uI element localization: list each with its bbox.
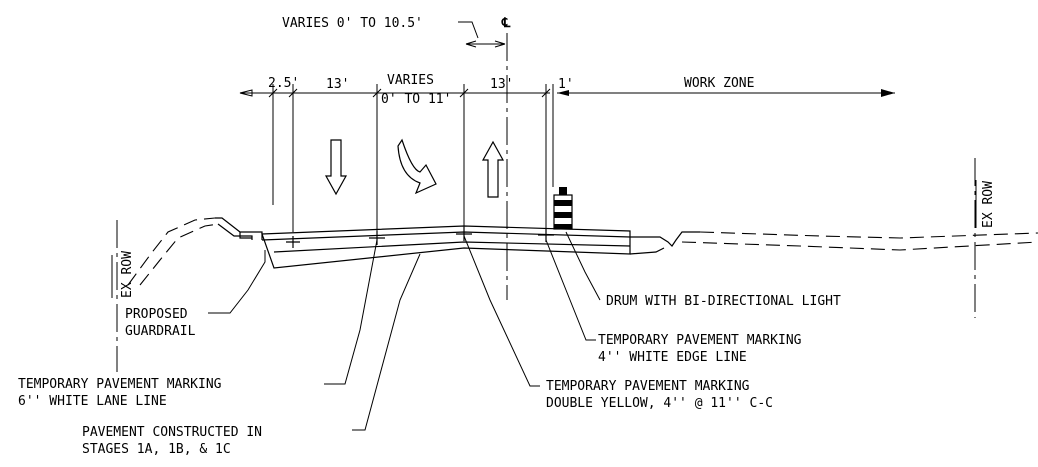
double-yellow-leader (463, 235, 540, 387)
marking-double-yellow (456, 227, 472, 241)
guardrail-label-2: GUARDRAIL (125, 324, 196, 339)
varies-top-leader (458, 21, 479, 39)
dim-ticks (268, 88, 551, 98)
edge-line-label-1: TEMPORARY PAVEMENT MARKING (598, 333, 802, 348)
down-arrow-icon (324, 139, 348, 196)
lane-line-label-2: 6'' WHITE LANE LINE (18, 394, 167, 409)
marking-edge-line (538, 228, 554, 242)
pavement-top-layer (261, 231, 631, 241)
guardrail-shoulder (215, 217, 263, 240)
ground-line-left-2 (139, 223, 219, 286)
right-row-label: EX ROW (981, 181, 996, 228)
pavement-label-1: PAVEMENT CONSTRUCTED IN (82, 425, 262, 440)
varies-top-arrow-left (465, 40, 477, 48)
right-shoulder-lower (629, 247, 665, 255)
work-zone-arrow (881, 89, 895, 97)
drum-icon (553, 187, 573, 230)
dim-1: 1' (558, 77, 574, 92)
double-yellow-label-2: DOUBLE YELLOW, 4'' @ 11'' C-C (546, 396, 773, 411)
guardrail-label-1: PROPOSED (125, 307, 188, 322)
drum-label: DRUM WITH BI-DIRECTIONAL LIGHT (606, 294, 841, 309)
drum-leader (565, 231, 601, 301)
work-zone-label: WORK ZONE (684, 76, 754, 91)
dim-varies-range: 0' TO 11' (381, 92, 451, 107)
guardrail-post (239, 232, 252, 239)
centerline-symbol: ℄ (501, 16, 511, 31)
dim-13-right: 13' (490, 77, 513, 92)
ground-line-left-1 (127, 217, 216, 286)
dim-arrow-left (239, 89, 253, 97)
dim-13-left: 13' (326, 77, 349, 92)
up-arrow-icon (481, 140, 505, 198)
lane-line-leader (324, 239, 378, 385)
work-zone-arrow-left (557, 90, 569, 96)
marking-left-edge (286, 236, 300, 248)
guardrail-leader (208, 250, 266, 314)
edge-line-label-2: 4'' WHITE EDGE LINE (598, 350, 747, 365)
right-shoulder (630, 231, 700, 247)
lane-line-label-1: TEMPORARY PAVEMENT MARKING (18, 377, 222, 392)
pavement-leader (352, 253, 421, 431)
edge-line-leader (545, 239, 596, 341)
marking-lane-line (369, 231, 385, 245)
dim-varies: VARIES (387, 73, 434, 88)
dim-2-5: 2.5' (268, 76, 299, 91)
varies-top-label: VARIES 0' TO 10.5' (282, 16, 423, 31)
curved-shift-arrow-icon (397, 138, 437, 195)
ground-line-right-2 (681, 241, 1038, 251)
ground-line-right-1 (699, 231, 1038, 239)
pavement-inner-layer (273, 241, 631, 253)
left-row-label: EX ROW (120, 251, 135, 298)
pavement-label-2: STAGES 1A, 1B, & 1C (82, 442, 231, 457)
double-yellow-label-1: TEMPORARY PAVEMENT MARKING (546, 379, 750, 394)
varies-top-arrow-right (494, 40, 506, 48)
